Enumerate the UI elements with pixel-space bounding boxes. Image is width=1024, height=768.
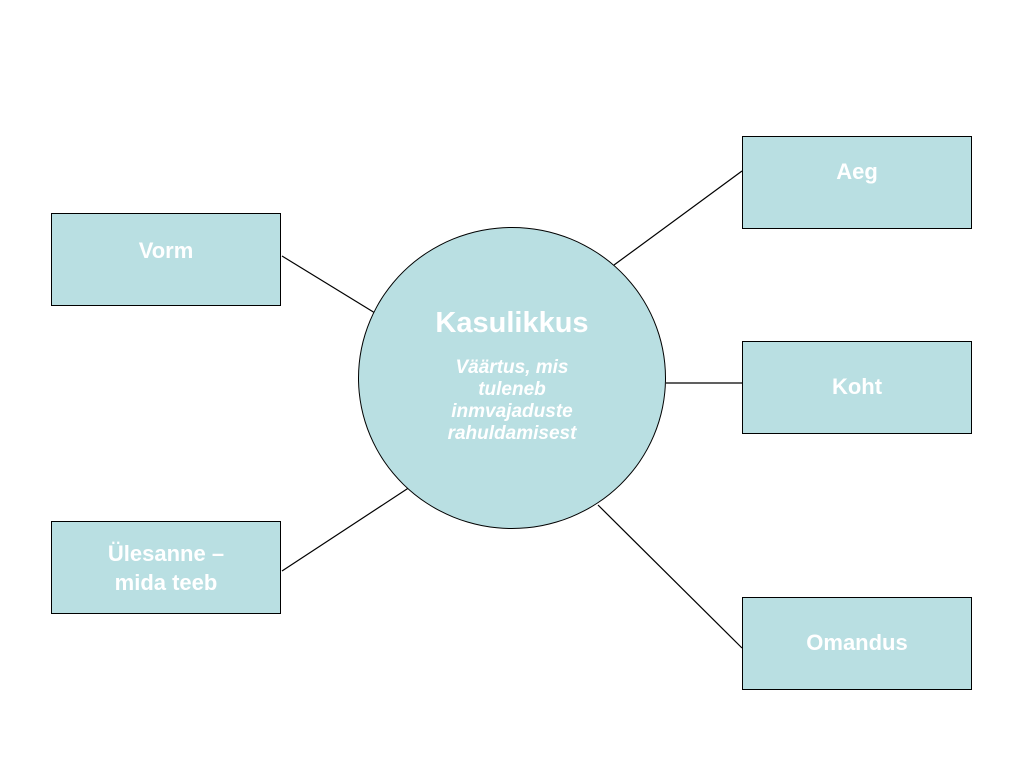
connector-aeg [613, 170, 743, 266]
connector-vorm [281, 255, 376, 314]
node-koht-label: Koht [831, 374, 883, 399]
node-ulesanne-label: Ülesanne – mida teeb [107, 540, 225, 595]
center-title: Kasulikkus [435, 307, 589, 339]
node-ulesanne: Ülesanne – mida teeb [51, 521, 281, 614]
node-aeg: Aeg [742, 136, 972, 229]
connector-omandus [597, 504, 743, 649]
node-vorm-label: Vorm [138, 238, 194, 263]
node-omandus: Omandus [742, 597, 972, 690]
connector-ulesanne [281, 486, 411, 572]
node-aeg-label: Aeg [836, 159, 878, 184]
center-subtitle: Väärtus, mis tuleneb inmvajaduste rahuld… [447, 357, 577, 444]
node-omandus-label: Omandus [806, 630, 908, 655]
node-vorm: Vorm [51, 213, 281, 306]
node-koht: Koht [742, 341, 972, 434]
center-circle: Kasulikkus Väärtus, mis tuleneb inmvajad… [358, 227, 666, 529]
